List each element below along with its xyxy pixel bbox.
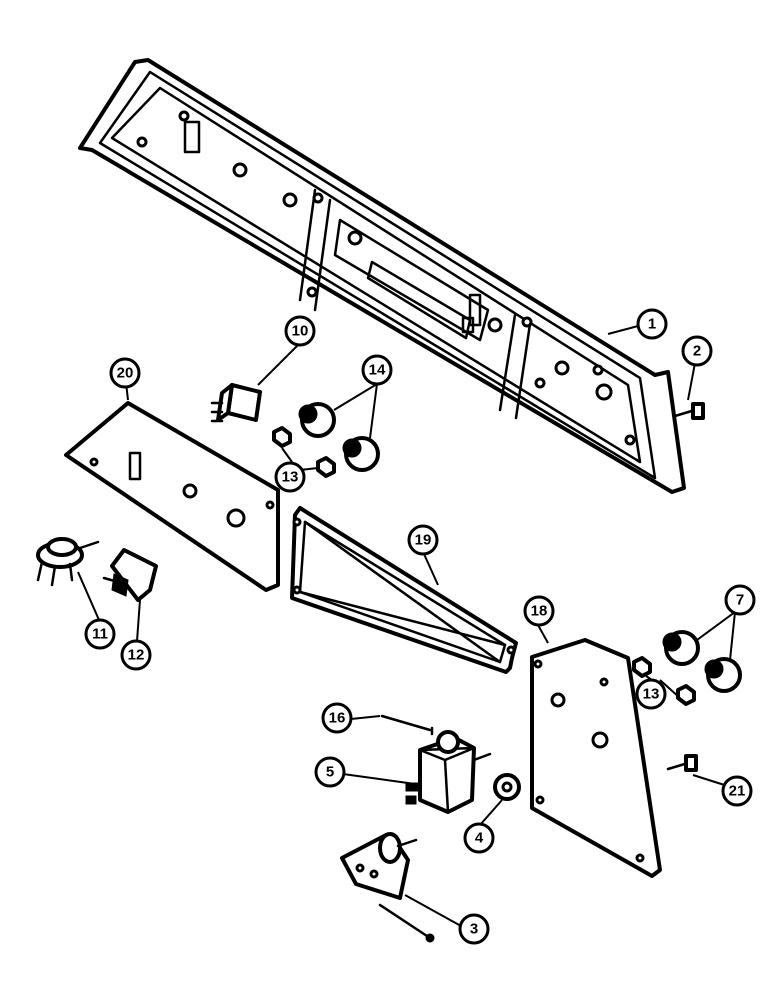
callout-21: 21 xyxy=(721,775,753,807)
callout-18-label: 18 xyxy=(531,603,548,620)
callout-4-label: 4 xyxy=(475,830,484,847)
callout-7-label: 7 xyxy=(736,592,744,609)
callout-18: 18 xyxy=(523,595,555,627)
callout-13-lower: 13 xyxy=(635,678,667,710)
selector-switch xyxy=(36,537,100,587)
callout-1: 1 xyxy=(636,308,668,340)
callout-21-label: 21 xyxy=(729,783,746,800)
screw-21 xyxy=(666,754,698,772)
callout-20-label: 20 xyxy=(117,365,134,382)
gasket-frame xyxy=(290,506,518,674)
knobs-14 xyxy=(298,402,380,472)
callout-12-label: 12 xyxy=(128,647,145,664)
callout-13-lower-label: 13 xyxy=(643,686,660,703)
callout-4: 4 xyxy=(463,822,495,854)
control-panel-housing xyxy=(78,58,686,494)
right-panel-plate xyxy=(530,638,662,878)
callout-14: 14 xyxy=(361,354,393,386)
bracket-assembly xyxy=(340,832,435,943)
callout-5-label: 5 xyxy=(326,764,334,781)
nuts-13-lower xyxy=(632,656,696,706)
callout-19-label: 19 xyxy=(415,532,432,549)
nuts-13-upper xyxy=(272,426,336,478)
callout-7: 7 xyxy=(724,584,756,616)
callout-16-label: 16 xyxy=(329,710,346,727)
callout-2: 2 xyxy=(681,335,713,367)
callout-13-upper-label: 13 xyxy=(282,469,299,486)
callout-1-label: 1 xyxy=(648,316,656,333)
callout-2-label: 2 xyxy=(693,343,701,360)
callout-12: 12 xyxy=(120,639,152,671)
switch-block xyxy=(102,548,158,602)
callout-3-label: 3 xyxy=(470,921,478,938)
callout-13-upper: 13 xyxy=(274,461,306,493)
callout-11-label: 11 xyxy=(92,626,108,643)
rocker-switch xyxy=(210,383,262,423)
pin-16 xyxy=(380,714,432,732)
screw-2 xyxy=(673,402,705,420)
callout-5: 5 xyxy=(314,756,346,788)
timer-motor xyxy=(405,726,492,814)
knobs-7 xyxy=(662,630,742,693)
callout-14-label: 14 xyxy=(369,362,386,379)
callout-10: 10 xyxy=(284,315,316,347)
left-panel-plate xyxy=(64,401,280,592)
washer-4 xyxy=(493,773,521,801)
callout-11: 11 xyxy=(84,618,116,650)
callout-16: 16 xyxy=(321,702,353,734)
callout-10-label: 10 xyxy=(292,323,309,340)
callout-19: 19 xyxy=(407,524,439,556)
callout-20: 20 xyxy=(109,357,141,389)
callout-3: 3 xyxy=(458,913,490,945)
